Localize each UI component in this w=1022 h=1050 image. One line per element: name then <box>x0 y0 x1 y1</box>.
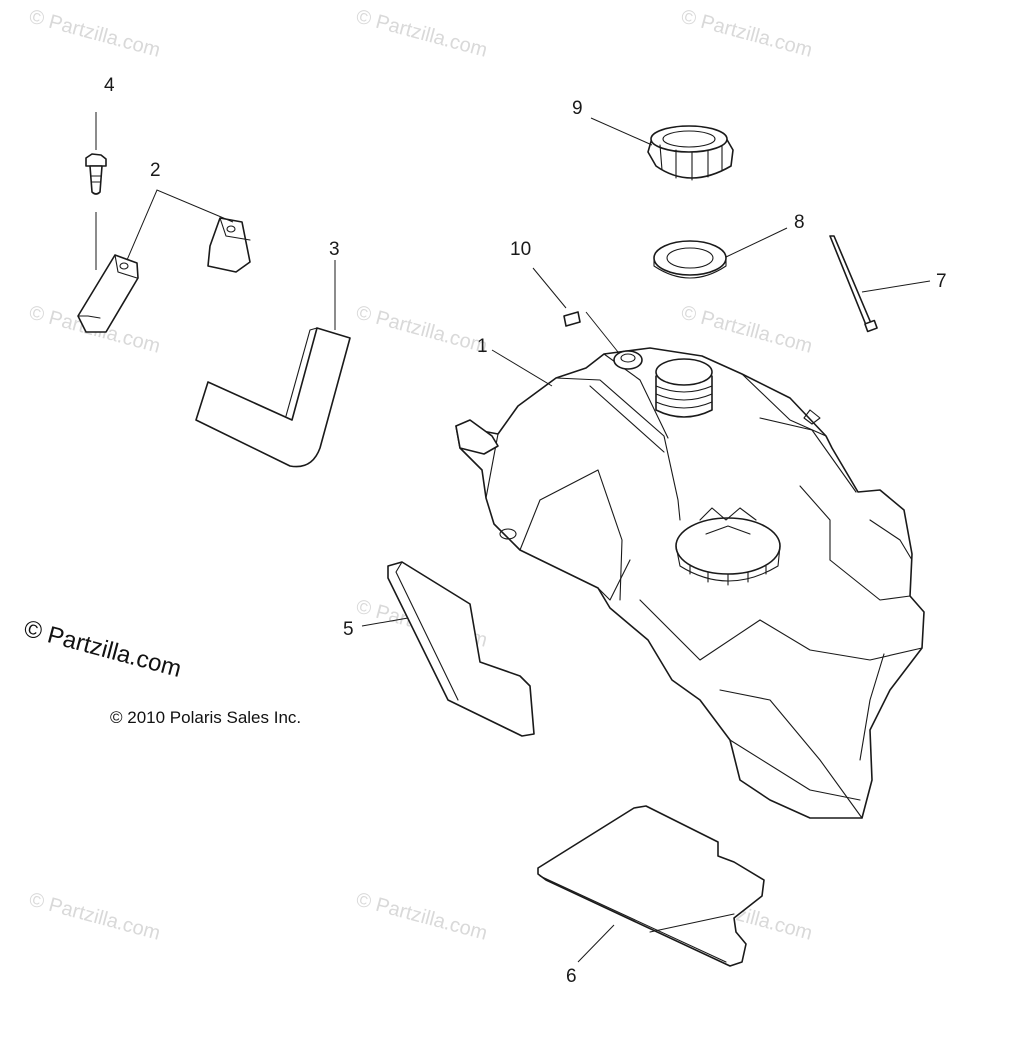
leader-9 <box>590 117 653 146</box>
part-1-fuel-tank[interactable] <box>455 347 925 819</box>
leader-10 <box>532 267 567 309</box>
callout-4: 4 <box>104 75 115 96</box>
part-7-strap[interactable] <box>829 235 878 333</box>
leader-6 <box>577 924 615 963</box>
leader-8 <box>725 227 788 258</box>
watermark: © Partzilla.com <box>354 889 490 945</box>
callout-8: 8 <box>794 212 805 233</box>
callout-5: 5 <box>343 619 354 640</box>
part-10-fitting[interactable] <box>563 311 581 327</box>
leader-1 <box>491 349 553 387</box>
callout-10: 10 <box>510 239 531 260</box>
watermark: © Partzilla.com <box>354 6 490 62</box>
part-6-shield[interactable] <box>537 805 765 967</box>
leader-7 <box>861 280 931 293</box>
leader-2 <box>126 189 234 261</box>
callout-7: 7 <box>936 271 947 292</box>
watermark: © Partzilla.com <box>679 302 815 358</box>
part-9-cap[interactable] <box>647 125 734 181</box>
part-8-gasket[interactable] <box>653 240 727 279</box>
callout-layer: 4 2 3 9 8 10 7 1 5 6 <box>104 75 947 987</box>
watermark: © Partzilla.com <box>27 889 163 945</box>
part-2-bracket-upper[interactable] <box>207 217 251 273</box>
watermark: © Partzilla.com <box>27 6 163 62</box>
callout-6: 6 <box>566 966 577 987</box>
callout-1: 1 <box>477 336 488 357</box>
leader-10-tank <box>585 311 619 353</box>
part-4-bolt[interactable] <box>85 153 107 195</box>
watermark: © Partzilla.com <box>354 302 490 358</box>
callout-9: 9 <box>572 98 583 119</box>
callout-2: 2 <box>150 160 161 181</box>
part-3-pad[interactable] <box>195 327 351 468</box>
part-2-bracket-lower[interactable] <box>77 254 139 333</box>
leader-5 <box>361 617 409 627</box>
polaris-copyright: © 2010 Polaris Sales Inc. <box>110 708 302 727</box>
part-5-shield[interactable] <box>387 561 535 737</box>
callout-3: 3 <box>329 239 340 260</box>
watermark: © Partzilla.com <box>679 6 815 62</box>
